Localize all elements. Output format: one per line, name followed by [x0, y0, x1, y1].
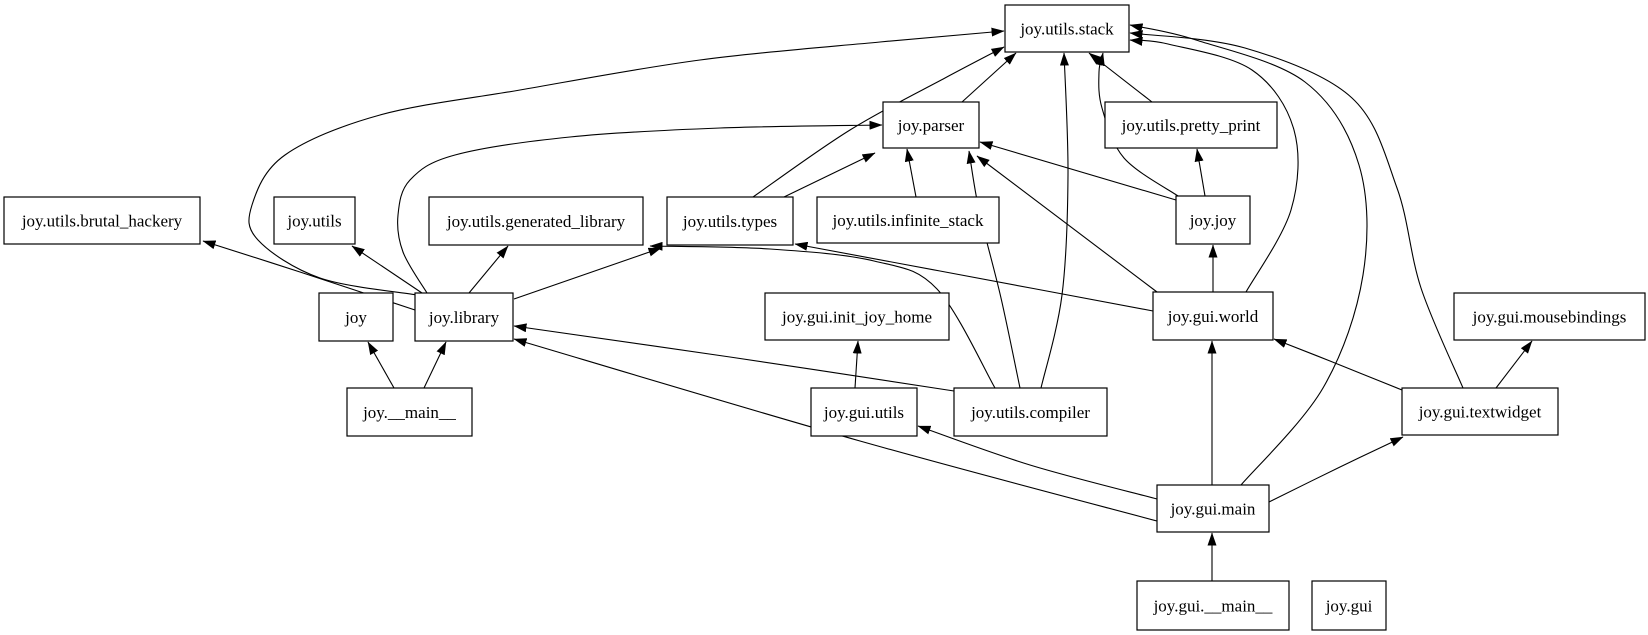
node-joy-main: joy.__main__ [346, 387, 473, 437]
node-label-joy-parser: joy.parser [897, 116, 965, 135]
edge-joy-utils-compiler-to-joy-utils-stack [1040, 52, 1069, 389]
node-box-joy-gui-mousebindings [1453, 292, 1646, 341]
edge-joy-gui-main-to-joy-gui-utils [917, 425, 1158, 500]
edge-joy-parser-to-joy-utils-stack [961, 52, 1017, 103]
node-label-joy-joy: joy.joy [1189, 211, 1237, 230]
edge-joy-gui-main-to-joy-gui-textwidget [1268, 436, 1404, 503]
edge-joy-utils-compiler-to-joy-parser [966, 150, 1021, 389]
node-label-joy-utils-infinite-stack: joy.utils.infinite_stack [832, 211, 984, 230]
node-label-joy-library: joy.library [428, 308, 500, 327]
node-label-joy-utils: joy.utils [286, 212, 341, 231]
node-joy-gui-world: joy.gui.world [1152, 291, 1274, 341]
node-joy-gui: joy.gui [1311, 580, 1387, 631]
node-label-joy-utils-generated-library: joy.utils.generated_library [446, 212, 626, 231]
node-box-joy-parser [882, 101, 980, 149]
edges-layer [202, 23, 1533, 581]
edge-joy-gui-world-to-joy-utils-types [794, 241, 1154, 312]
edge-joy-gui-textwidget-to-joy-gui-world [1273, 338, 1403, 391]
node-label-joy-gui-world: joy.gui.world [1167, 307, 1259, 326]
edge-joy-gui-main-to-joy-utils-stack [1129, 23, 1368, 486]
edge-joy-library-to-joy-utils-types [513, 247, 662, 300]
node-box-joy-utils-pretty-print [1104, 101, 1278, 149]
node-label-joy-gui-init-joy-home: joy.gui.init_joy_home [781, 308, 932, 327]
node-joy-gui-utils: joy.gui.utils [810, 387, 918, 437]
node-label-joy: joy [344, 308, 367, 327]
edge-joy-library-to-joy-utils-generated-library [468, 245, 509, 294]
edge-joy-library-to-joy-utils-stack [248, 27, 1005, 296]
node-box-joy-joy [1175, 195, 1251, 245]
node-label-joy-utils-compiler: joy.utils.compiler [970, 403, 1090, 422]
nodes-layer: joy.utils.stack joy.parser joy.utils.prett… [3, 4, 1646, 631]
edge-joy-library-to-joy-utils [351, 245, 423, 294]
node-label-joy-gui-textwidget: joy.gui.textwidget [1418, 403, 1542, 422]
node-label-joy-gui-utils: joy.gui.utils [823, 403, 904, 422]
node-box-joy-gui-utils [810, 387, 918, 437]
node-joy-utils-generated-library: joy.utils.generated_library [428, 196, 644, 246]
node-box-joy-gui-textwidget [1401, 387, 1559, 436]
edge-joy-gui-utils-to-joy-gui-init-joy-home [852, 340, 862, 389]
node-joy-utils-pretty-print: joy.utils.pretty_print [1104, 101, 1278, 149]
node-box-joy-gui-main [1156, 484, 1270, 533]
edge-joy-gui-textwidget-to-joy-utils-stack [1129, 30, 1464, 389]
edge-joy-utils-types-to-joy-parser [783, 152, 876, 198]
edge-joy-joy-to-joy-utils-pretty-print [1194, 148, 1206, 197]
node-box-joy-gui-init-joy-home [764, 292, 950, 341]
edge-joy-gui-main-to-joy-library [513, 338, 1158, 522]
node-joy-library: joy.library [414, 292, 514, 342]
node-joy-utils: joy.utils [273, 196, 356, 245]
node-box-joy-utils-types [666, 196, 794, 246]
node-box-joy-utils [273, 196, 356, 245]
node-label-joy-utils-brutal-hackery: joy.utils.brutal_hackery [21, 212, 183, 231]
node-label-joy-utils-stack: joy.utils.stack [1019, 20, 1114, 39]
node-joy-utils-brutal-hackery: joy.utils.brutal_hackery [3, 196, 201, 245]
node-joy-gui-init-joy-home: joy.gui.init_joy_home [764, 292, 950, 341]
node-box-joy-gui [1311, 580, 1387, 631]
edge-joy-gui-textwidget-to-joy-gui-mousebindings [1495, 340, 1533, 389]
edge-joy-gui-world-to-joy-parser [976, 155, 1158, 293]
edge-joy-joy-to-joy-parser [979, 141, 1177, 201]
node-joy-parser: joy.parser [882, 101, 980, 149]
node-box-joy-utils-infinite-stack [816, 196, 1000, 244]
node-label-joy-gui-main: joy.gui.main [1170, 500, 1256, 519]
node-joy-utils-types: joy.utils.types [666, 196, 794, 246]
node-label-joy-utils-types: joy.utils.types [682, 212, 777, 231]
edge-joy-library-to-joy-parser [397, 120, 883, 294]
node-joy-gui-textwidget: joy.gui.textwidget [1401, 387, 1559, 436]
edge-joy-joy-to-joy-utils-stack [1095, 52, 1179, 197]
node-joy-gui-main: joy.gui.main [1156, 484, 1270, 533]
node-box-joy-main [346, 387, 473, 437]
node-joy-utils-compiler: joy.utils.compiler [953, 387, 1108, 437]
node-label-joy-gui-mousebindings: joy.gui.mousebindings [1472, 308, 1627, 327]
node-label-joy-gui: joy.gui [1325, 597, 1373, 616]
node-box-joy-utils-compiler [953, 387, 1108, 437]
node-box-joy-gui-world [1152, 291, 1274, 341]
node-joy-joy: joy.joy [1175, 195, 1251, 245]
node-joy-utils-stack: joy.utils.stack [1004, 4, 1130, 53]
edge-joy-main-to-joy [367, 341, 395, 389]
node-label-joy-gui-main: joy.gui.__main__ [1153, 597, 1273, 616]
node-box-joy-gui-main [1136, 580, 1290, 631]
node-joy-utils-infinite-stack: joy.utils.infinite_stack [816, 196, 1000, 244]
node-box-joy-utils-stack [1004, 4, 1130, 53]
node-box-joy-library [414, 292, 514, 342]
edge-joy-main-to-joy-library [423, 341, 447, 389]
node-label-joy-main: joy.__main__ [362, 403, 456, 422]
edge-joy-utils-infinite-stack-to-joy-parser [904, 148, 917, 198]
edge-joy-utils-compiler-to-joy-library [513, 323, 955, 392]
node-label-joy-utils-pretty-print: joy.utils.pretty_print [1121, 116, 1261, 135]
edge-joy-gui-world-to-joy-utils-stack [1129, 36, 1299, 293]
node-joy: joy [318, 292, 394, 342]
node-joy-gui-mousebindings: joy.gui.mousebindings [1453, 292, 1646, 341]
node-box-joy [318, 292, 394, 342]
node-joy-gui-main: joy.gui.__main__ [1136, 580, 1290, 631]
node-box-joy-utils-generated-library [428, 196, 644, 246]
node-box-joy-utils-brutal-hackery [3, 196, 201, 245]
edge-joy-utils-compiler-to-joy-utils-generated-library [649, 241, 996, 389]
